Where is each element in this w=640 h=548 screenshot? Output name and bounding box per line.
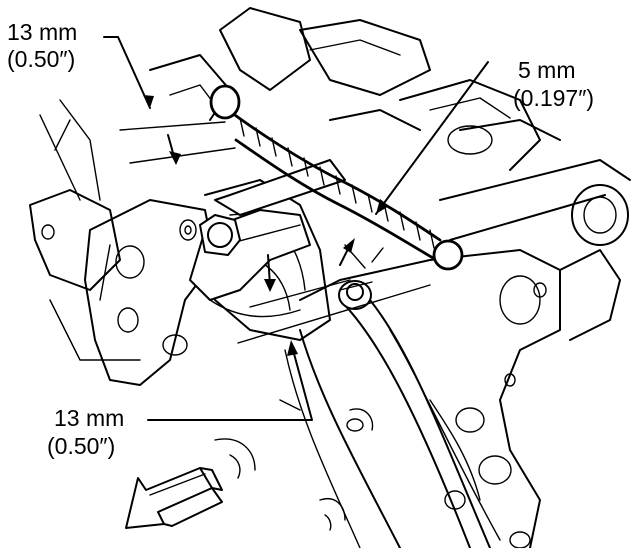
- timing-chain: [209, 84, 464, 271]
- dimension-bottom-left: [147, 254, 431, 421]
- callout-top-left-metric: 13 mm: [7, 19, 77, 45]
- dimension-top-left: [103, 36, 236, 165]
- lower-mount-bolt: [338, 280, 373, 310]
- callout-top-left: 13 mm (0.50″): [7, 19, 77, 72]
- callout-bottom-left-metric: 13 mm: [54, 405, 124, 431]
- callout-bottom-left: 13 mm (0.50″): [47, 405, 124, 459]
- dimension-top-right: [339, 61, 489, 269]
- callout-top-right-imperial: (0.197″): [513, 85, 594, 111]
- callout-top-left-imperial: (0.50″): [7, 46, 75, 72]
- callout-top-right-metric: 5 mm: [518, 57, 576, 83]
- callout-bottom-left-imperial: (0.50″): [47, 433, 115, 459]
- arrow-down-left-icon: [125, 467, 223, 529]
- callout-top-right: 5 mm (0.197″): [513, 57, 594, 111]
- upper-pivot-bolt: [179, 214, 241, 256]
